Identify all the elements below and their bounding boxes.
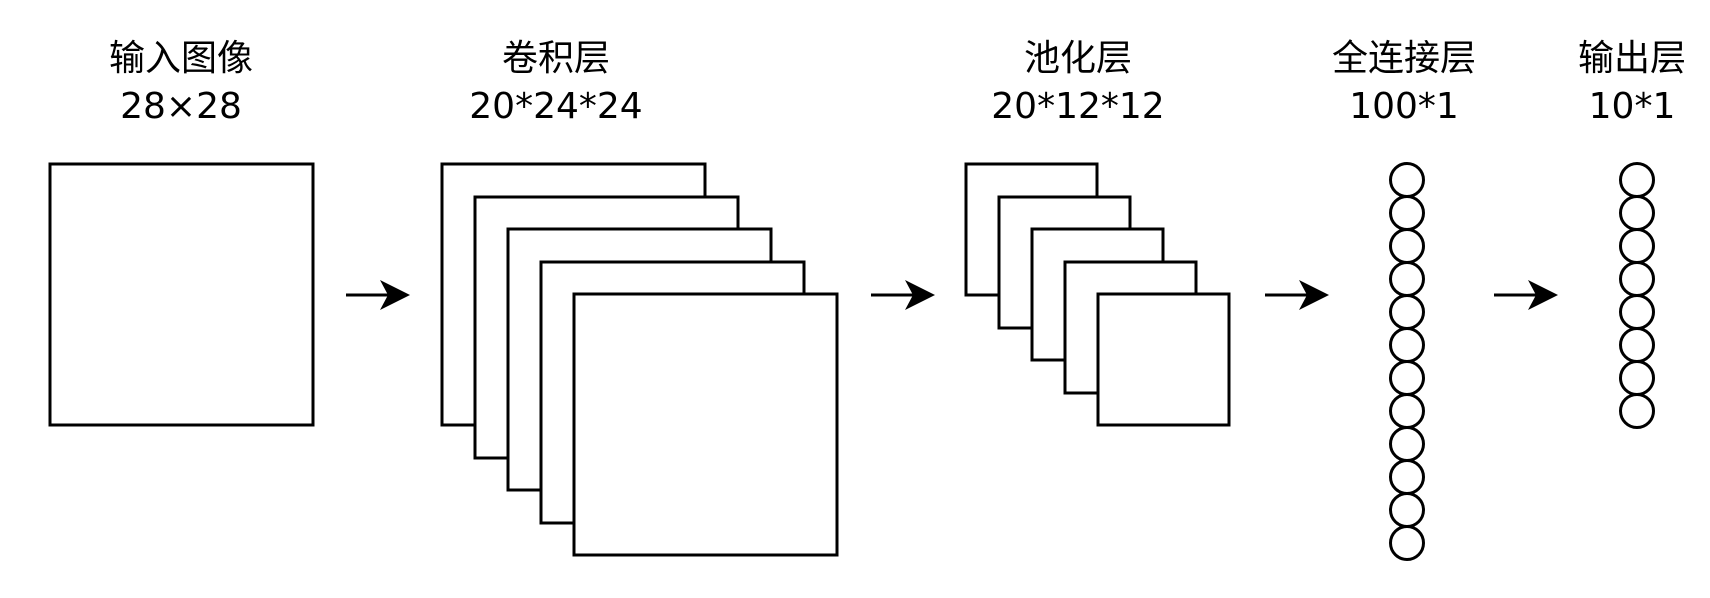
fc-node xyxy=(1389,228,1425,264)
pool-layer-name: 池化层 xyxy=(1024,38,1132,79)
fc-node xyxy=(1389,393,1425,429)
pool-feature-map xyxy=(1096,292,1231,427)
fc-node xyxy=(1389,360,1425,396)
arrow-pool-to-fc xyxy=(1265,280,1329,310)
fc-node xyxy=(1389,162,1425,198)
conv-feature-map-stack xyxy=(440,162,839,557)
fc-node xyxy=(1389,459,1425,495)
fc-node xyxy=(1389,426,1425,462)
output-layer-name: 输出层 xyxy=(1578,38,1686,79)
fc-node xyxy=(1389,492,1425,528)
output-layer-size: 10*1 xyxy=(1589,86,1676,127)
pool-layer-size: 20*12*12 xyxy=(991,86,1164,127)
input-layer-name: 输入图像 xyxy=(109,38,253,79)
output-node xyxy=(1619,360,1655,396)
output-node xyxy=(1619,294,1655,330)
fc-layer-size: 100*1 xyxy=(1349,86,1459,127)
arrow-fc-to-output xyxy=(1494,280,1558,310)
fc-node xyxy=(1389,525,1425,561)
arrow-conv-to-pool xyxy=(871,280,935,310)
fc-node xyxy=(1389,195,1425,231)
fc-node-column xyxy=(1389,162,1425,561)
fc-node xyxy=(1389,294,1425,330)
arrow-input-to-conv xyxy=(346,280,410,310)
fc-layer-name: 全连接层 xyxy=(1332,38,1476,79)
output-node-column xyxy=(1619,162,1655,429)
fc-node xyxy=(1389,327,1425,363)
output-node xyxy=(1619,261,1655,297)
fc-node xyxy=(1389,261,1425,297)
output-node xyxy=(1619,228,1655,264)
output-node xyxy=(1619,195,1655,231)
output-node xyxy=(1619,327,1655,363)
pool-feature-map-stack xyxy=(964,162,1231,427)
output-node xyxy=(1619,393,1655,429)
conv-feature-map xyxy=(572,292,839,557)
conv-layer-name: 卷积层 xyxy=(502,38,610,79)
input-image-box xyxy=(48,162,315,427)
output-node xyxy=(1619,162,1655,198)
conv-layer-size: 20*24*24 xyxy=(469,86,642,127)
input-layer-size: 28×28 xyxy=(120,86,242,127)
